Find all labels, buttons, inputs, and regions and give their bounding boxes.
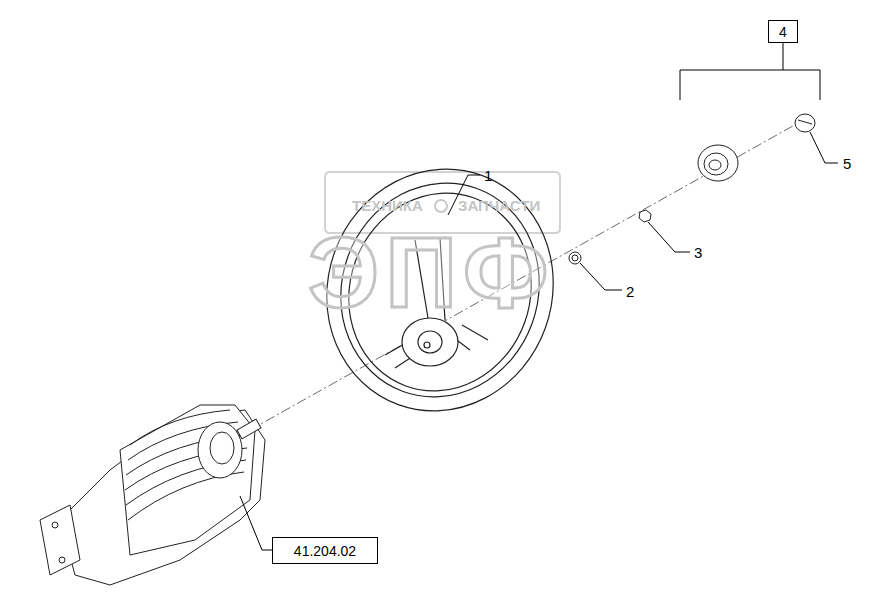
watermark-text: ЗАПЧАСТИ: [458, 198, 540, 213]
watermark-text: ТЕХНИКА: [352, 198, 423, 213]
box-text: 41.204.02: [294, 543, 356, 559]
callout-number: 1: [484, 168, 492, 183]
callout-number: 5: [843, 156, 851, 171]
reference-box: 41.204.02: [272, 537, 378, 564]
callout-number: 2: [626, 284, 634, 299]
callout-box: 4: [768, 20, 798, 43]
callout-number: 3: [694, 245, 702, 260]
box-text: 4: [779, 24, 787, 40]
watermark-logo: ЭПФ: [308, 222, 554, 322]
